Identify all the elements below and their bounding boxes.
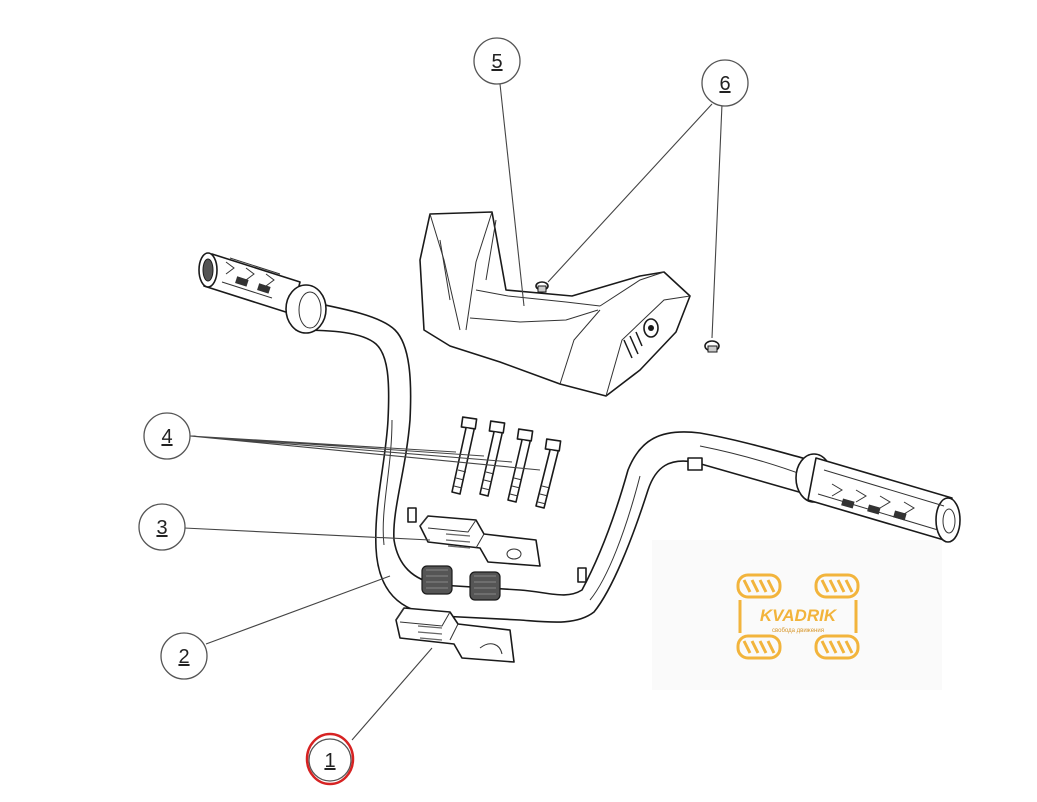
left-grip xyxy=(198,252,327,334)
watermark-brand: KVADRIK xyxy=(760,606,838,625)
watermark: KVADRIK свобода движения xyxy=(652,540,942,690)
callout-4-label: 4 xyxy=(161,426,172,448)
bolt-1 xyxy=(451,416,478,495)
callout-3-label: 3 xyxy=(156,517,167,539)
right-grip-end xyxy=(935,497,961,543)
bolt-4 xyxy=(535,438,562,509)
screw-side xyxy=(704,340,720,353)
lower-clamp-body xyxy=(395,607,515,663)
leader-4 xyxy=(189,435,541,471)
leader-6 xyxy=(547,103,723,339)
kvadrik-logo xyxy=(736,573,860,660)
callout-2: 2 xyxy=(160,632,208,680)
callout-5-label: 5 xyxy=(491,51,502,73)
callout-5: 5 xyxy=(473,37,521,85)
callout-2-label: 2 xyxy=(178,646,189,668)
tube-tab-left xyxy=(407,507,417,523)
cover-screws xyxy=(535,281,720,353)
callout-1: 1 xyxy=(305,732,355,786)
highlight-ring xyxy=(305,732,355,786)
leader-2 xyxy=(205,575,391,645)
leader-5 xyxy=(499,83,525,307)
callout-6-label: 6 xyxy=(719,73,730,95)
leader-3 xyxy=(183,527,431,541)
left-grip-flange xyxy=(285,284,327,334)
upper-clamp xyxy=(419,515,541,567)
handlebar xyxy=(295,299,811,623)
bolt-2 xyxy=(479,420,506,497)
right-grip xyxy=(795,453,961,543)
callout-4: 4 xyxy=(143,412,191,460)
tube-stud xyxy=(687,457,703,471)
logo-tire-bl xyxy=(736,634,782,660)
watermark-backdrop xyxy=(652,540,942,690)
watermark-tagline: свобода движения xyxy=(772,628,824,634)
logo-tire-tl xyxy=(736,573,782,599)
clamp-bolts xyxy=(451,416,562,509)
lower-clamp xyxy=(395,607,515,663)
handlebar-cover xyxy=(419,211,691,397)
leader-lines xyxy=(183,83,723,741)
leader-1 xyxy=(351,647,433,741)
knurl-zone-left xyxy=(421,565,453,595)
logo-tire-tr xyxy=(814,573,860,599)
callout-6: 6 xyxy=(701,59,749,107)
bolt-3 xyxy=(507,428,534,503)
tube-tab-right xyxy=(577,567,587,583)
screw-top xyxy=(535,281,549,293)
callout-1-label: 1 xyxy=(324,750,335,772)
logo-tire-br xyxy=(814,634,860,660)
callout-3: 3 xyxy=(138,503,186,551)
cover-body xyxy=(419,211,691,397)
knurl-zone-right xyxy=(469,571,501,601)
